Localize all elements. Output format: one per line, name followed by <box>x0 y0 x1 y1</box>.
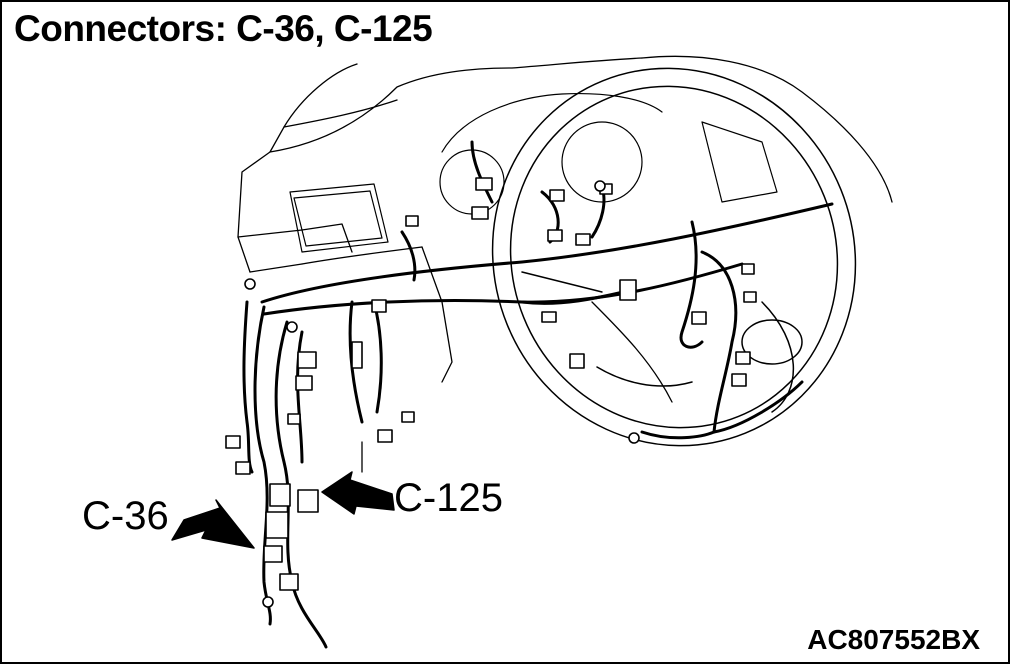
steering-wheel <box>491 67 857 447</box>
connectors <box>225 177 757 608</box>
c125-arrow <box>321 471 395 515</box>
diagram-title: Connectors: C-36, C-125 <box>14 8 433 49</box>
c36-arrow <box>171 499 255 549</box>
dashboard-outline <box>237 55 893 473</box>
figure-code: AC807552BX <box>807 624 980 655</box>
callout-label-c36: C-36 <box>82 494 169 538</box>
callout-label-c125: C-125 <box>394 476 503 520</box>
display-panel <box>289 183 389 253</box>
